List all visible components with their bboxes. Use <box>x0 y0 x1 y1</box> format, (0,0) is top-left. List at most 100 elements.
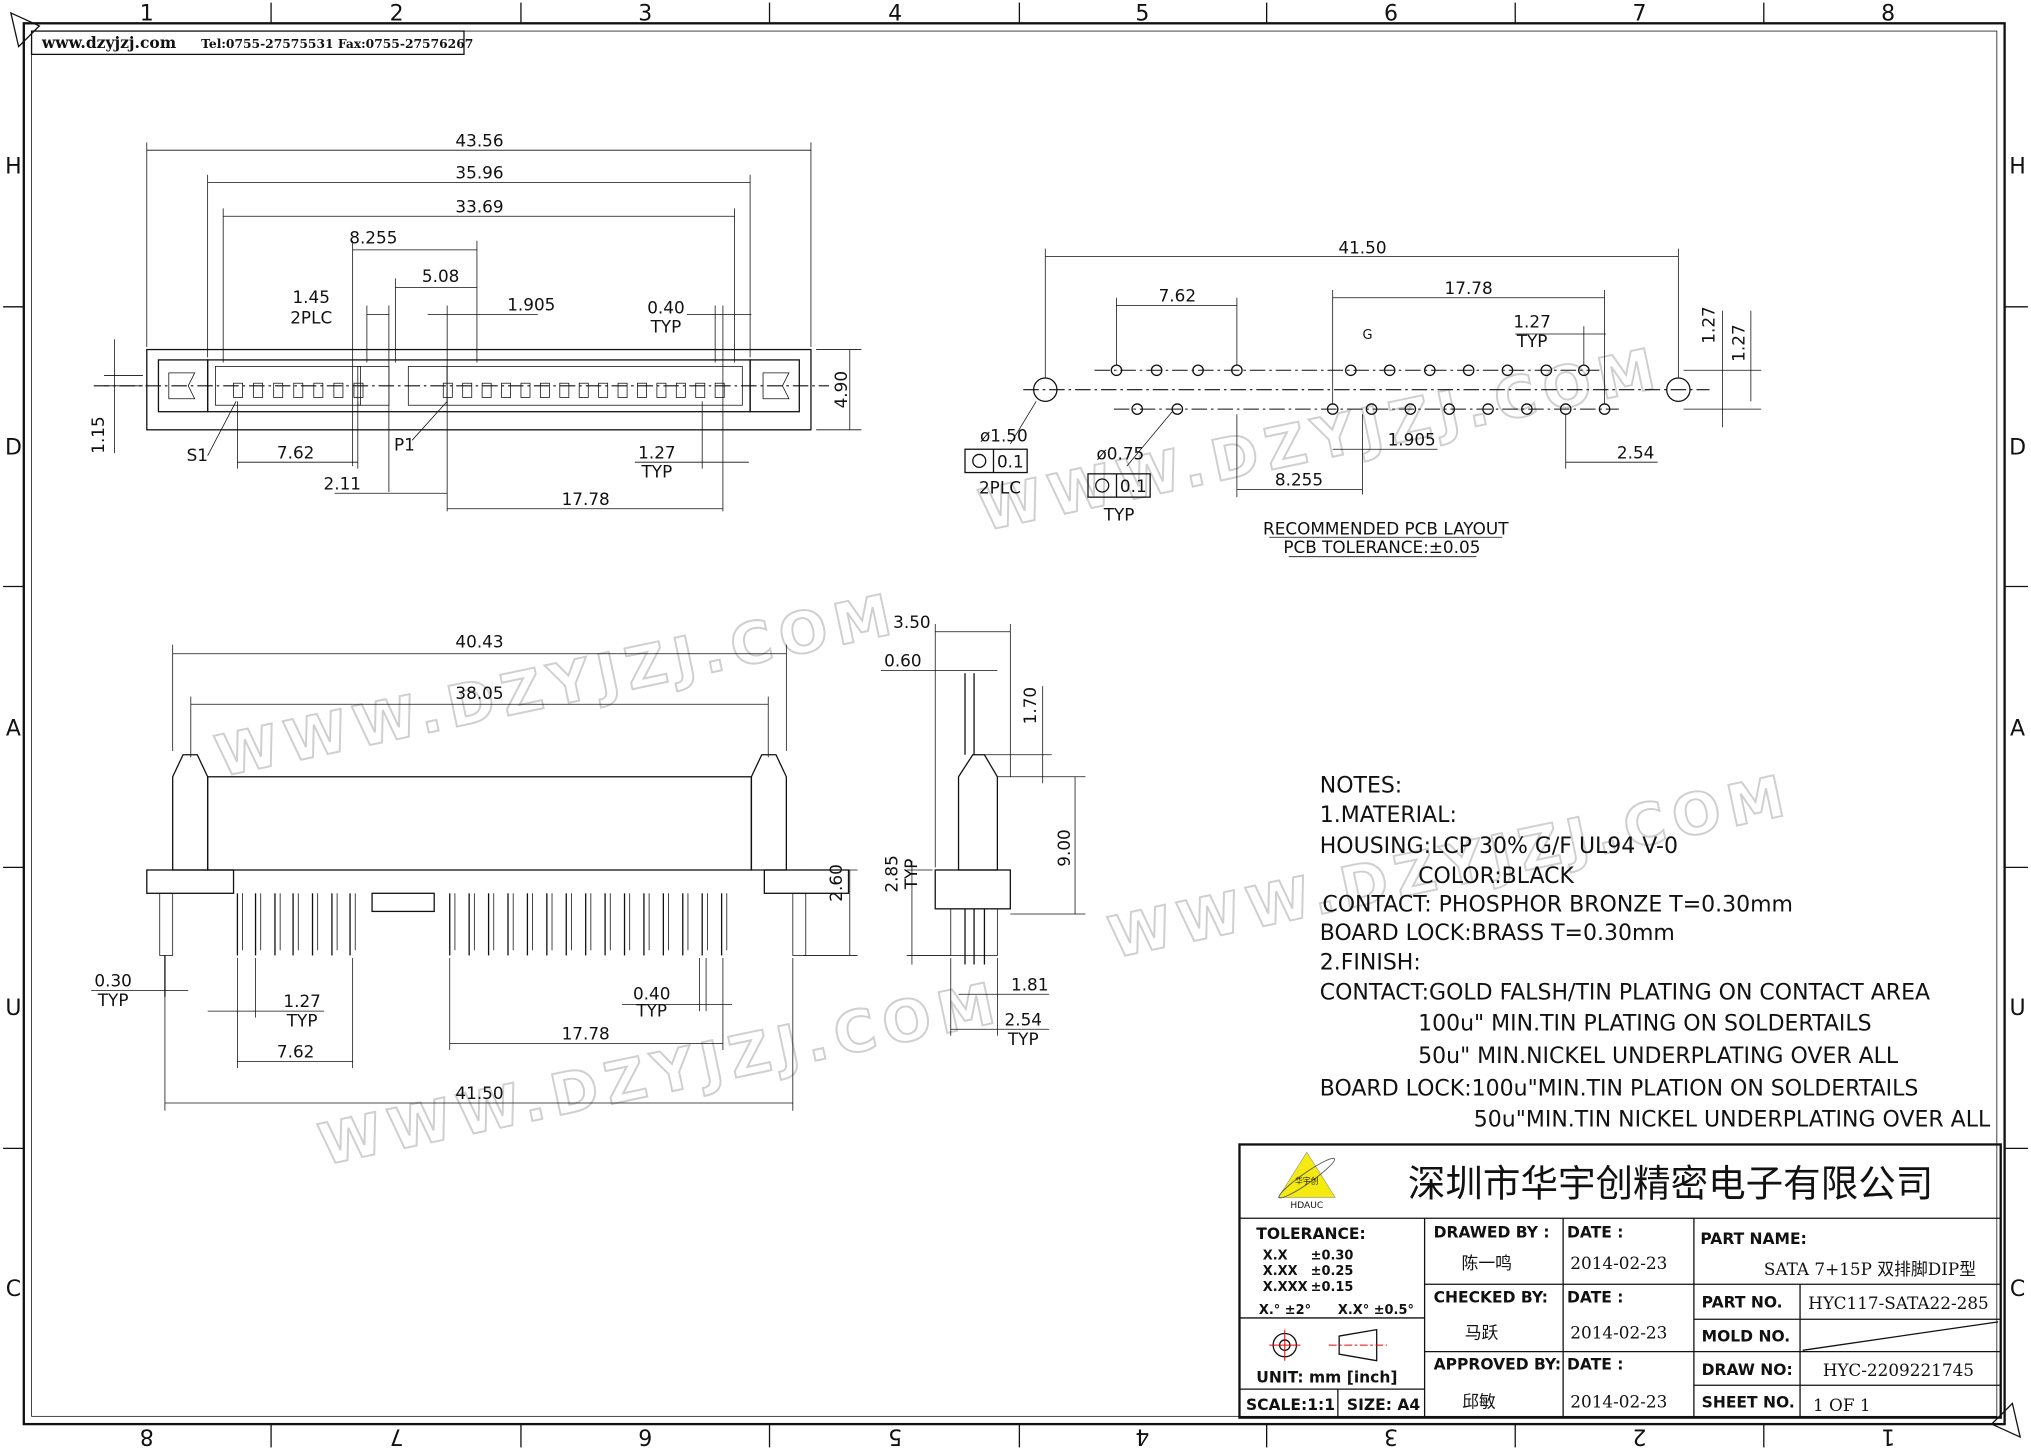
contact-pin <box>462 382 473 398</box>
pcb-hole <box>1482 403 1494 415</box>
part-no-label: PART NO. <box>1702 1294 1783 1312</box>
dim-label: 2.54 <box>1617 442 1654 462</box>
zone-labels: 1 2 3 4 5 6 7 8 H D A U C H D A U C 8 7 … <box>5 2 2026 1449</box>
dim-label: 7.62 <box>1159 286 1196 306</box>
website-link[interactable]: www.dzyjzj.com <box>41 33 177 52</box>
contact-pin <box>714 382 725 398</box>
zone-col-label: 7 <box>1633 2 1647 27</box>
dim-label: 0.40 <box>633 983 670 1003</box>
dim-label: S1 <box>187 445 208 465</box>
dim-label: TYP <box>286 1011 318 1031</box>
sheet-no-label: SHEET NO. <box>1702 1393 1795 1411</box>
dim-label: TYP <box>1007 1029 1039 1049</box>
side-view: 3.50 0.60 1.70 9.00 2.85 TYP 1.81 2.54 T… <box>880 612 1086 1049</box>
dim-label: TYP <box>1103 504 1135 524</box>
tol-key: X.XX <box>1263 1264 1298 1279</box>
tol-value: ±0.15 <box>1311 1280 1354 1295</box>
note-line: 100u" MIN.TIN PLATING ON SOLDERTAILS <box>1418 1012 1871 1037</box>
dim-label: 17.78 <box>562 1024 610 1044</box>
note-line: CONTACT:GOLD FALSH/TIN PLATING ON CONTAC… <box>1320 980 1930 1005</box>
dim-label: 1.27 <box>1513 312 1550 332</box>
dim-label: 17.78 <box>562 489 610 509</box>
dim-label: 17.78 <box>1445 278 1493 298</box>
note-line: HOUSING:LCP 30% G/F UL94 V-0 <box>1320 834 1678 859</box>
dim-label: 2PLC <box>290 308 332 328</box>
dim-label: 1.15 <box>88 416 108 453</box>
tolerance-value: 0.1 <box>997 451 1024 471</box>
note-line: 50u" MIN.NICKEL UNDERPLATING OVER ALL <box>1418 1044 1899 1069</box>
dim-label: 8.255 <box>349 227 397 247</box>
date-value: 2014-02-23 <box>1570 1323 1667 1343</box>
contact-pin <box>293 382 304 398</box>
zone-row-label: U <box>2009 996 2025 1021</box>
dim-label: 40.43 <box>455 631 503 651</box>
orientation-triangle-icon <box>1990 1402 2022 1439</box>
dim-label: TYP <box>641 462 673 482</box>
projection-symbol-icon <box>1269 1328 1388 1362</box>
pcb-layout: G 41.50 7.62 17.78 1.27 TYP 1.27 1.27 ø1… <box>964 238 1762 558</box>
dim-label: TYP <box>635 1000 667 1020</box>
contact-pin <box>695 382 706 398</box>
dim-label: 1.905 <box>1388 429 1436 449</box>
dim-label: 3.50 <box>893 612 930 632</box>
dim-label: 7.62 <box>277 1042 314 1062</box>
zone-col-label: 1 <box>1881 1423 1895 1448</box>
zone-col-label: 3 <box>638 2 652 27</box>
date-label: DATE : <box>1567 1288 1623 1306</box>
date-value: 2014-02-23 <box>1570 1253 1667 1273</box>
contact-pin <box>353 382 364 398</box>
dim-label: 33.69 <box>455 196 503 216</box>
sheet-no-value: 1 OF 1 <box>1813 1395 1871 1415</box>
dim-label: 1.70 <box>1020 687 1040 724</box>
contact-pin <box>637 382 647 398</box>
pcb-hole <box>1365 403 1378 415</box>
zone-row-label: U <box>5 996 21 1021</box>
contact-info: Tel:0755-27575531 Fax:0755-27576267 <box>201 36 473 51</box>
zone-row-label: D <box>5 435 22 460</box>
zone-col-label: 8 <box>1881 2 1895 27</box>
size-label: SIZE: A4 <box>1347 1396 1420 1414</box>
dim-label: 0.30 <box>94 971 131 991</box>
ground-mark: G <box>1362 328 1372 343</box>
note-line: 1.MATERIAL: <box>1320 803 1457 828</box>
draw-no-value: HYC-2209221745 <box>1823 1360 1974 1380</box>
pcb-hole <box>1443 403 1456 415</box>
dim-label: 2.85 <box>882 855 902 892</box>
note-line: 2.FINISH: <box>1320 951 1421 976</box>
dim-label: 38.05 <box>455 683 503 703</box>
unit-label: UNIT: mm [inch] <box>1256 1369 1397 1387</box>
dim-label: 41.50 <box>1338 238 1386 258</box>
notes: NOTES: 1.MATERIAL: HOUSING:LCP 30% G/F U… <box>1320 773 1991 1132</box>
dim-label: 0.60 <box>884 651 921 671</box>
part-name-label: PART NAME: <box>1700 1230 1806 1248</box>
zone-row-label: C <box>2010 1277 2025 1302</box>
contact-pin <box>578 382 589 398</box>
contact-pin <box>617 382 628 398</box>
contact-pin <box>333 382 344 398</box>
dim-label: 1.27 <box>283 991 320 1011</box>
note-line: BOARD LOCK:BRASS T=0.30mm <box>1320 921 1675 946</box>
pcb-hole <box>1150 364 1163 377</box>
front-view: 40.43 38.05 2.60 0.30 TYP 1.27 TYP 7.62 … <box>91 631 858 1111</box>
zone-row-label: H <box>5 154 22 179</box>
dim-label: 35.96 <box>455 163 503 183</box>
dim-label: 9.00 <box>1054 829 1074 866</box>
drawing-frame <box>3 2 2028 1448</box>
pcb-hole <box>1404 403 1417 415</box>
dim-label: ø1.50 <box>980 425 1028 445</box>
zone-col-label: 3 <box>1384 1423 1398 1448</box>
checked-by-value: 马跃 <box>1465 1323 1499 1343</box>
tol-key: X.X <box>1263 1249 1288 1264</box>
dim-label: 1.27 <box>1699 306 1719 343</box>
zone-col-label: 6 <box>638 1423 652 1448</box>
contact-pin <box>273 382 284 398</box>
dim-label: 5.08 <box>422 266 459 286</box>
pcb-hole <box>1423 364 1436 377</box>
contact-pin <box>313 382 324 398</box>
dim-label: 2.60 <box>826 864 846 901</box>
pcb-hole <box>1344 364 1357 377</box>
title-block: 华宇创 HDAUC 深圳市华宇创精密电子有限公司 TOLERANCE: X.X … <box>1238 1143 2002 1419</box>
dim-label: 0.40 <box>647 297 684 317</box>
zone-row-label: D <box>2009 435 2026 460</box>
